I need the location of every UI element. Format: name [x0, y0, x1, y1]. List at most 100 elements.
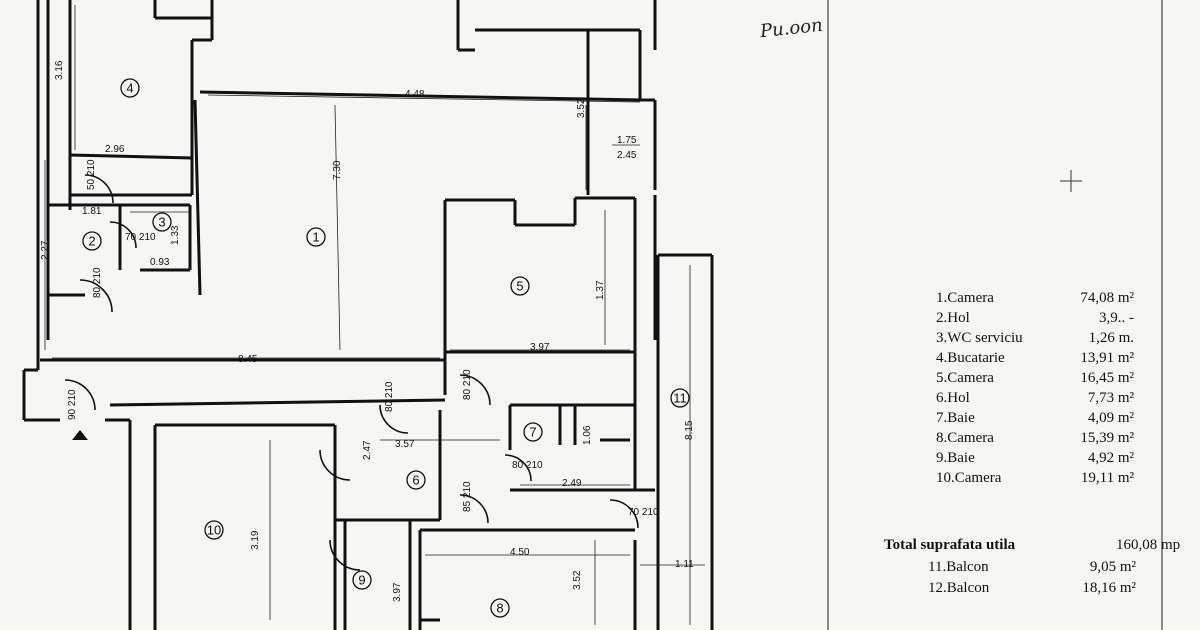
- room-area: 7,73 m²: [1087, 390, 1134, 406]
- door-label: 80 210: [384, 381, 395, 412]
- dimension-label: 1.37: [595, 280, 606, 300]
- dimension-label: 1.06: [582, 425, 593, 445]
- room-marker-1: 1: [312, 230, 319, 245]
- room-marker-circle: [510, 276, 530, 296]
- room-area: 4,92 m²: [1087, 450, 1134, 466]
- room-marker-circle: [204, 520, 224, 540]
- room-marker-11: 11: [673, 391, 687, 406]
- room-label: 5.Camera: [936, 370, 994, 386]
- legend-row: 6.Hol 7,73 m²: [936, 388, 1146, 408]
- room-label: 3.WC serviciu: [936, 330, 1023, 346]
- room-marker-circle: [523, 422, 543, 442]
- entrance-arrow-icon: [72, 430, 88, 440]
- room-marker-5: 5: [516, 279, 523, 294]
- room-area: 19,11 m²: [1080, 470, 1134, 486]
- dimension-label: 1.81: [82, 206, 102, 217]
- room-area: 16,45 m²: [1080, 370, 1134, 386]
- dimension-label: 2.49: [562, 478, 582, 489]
- room-marker-2: 2: [88, 234, 95, 249]
- legend-row: 9.Baie 4,92 m²: [936, 448, 1146, 468]
- room-marker-circle: [490, 598, 510, 618]
- door-label: 80 210: [462, 369, 473, 400]
- room-area: 74,08 m²: [1080, 290, 1134, 306]
- door-label: 85 210: [462, 481, 473, 512]
- door-label: 80 210: [512, 460, 543, 471]
- door-labels: 50 210 70 210 80 210 90 210 80 210 80 210 80 2…: [67, 159, 659, 518]
- dimension-label: 4.48: [405, 89, 425, 100]
- room-area: 4,09 m²: [1087, 410, 1134, 426]
- dimension-label: 2.45: [617, 150, 637, 161]
- balcony-label: 11.Balcon: [928, 559, 989, 575]
- room-marker-circle: [406, 470, 426, 490]
- room-marker-9: 9: [358, 573, 365, 588]
- room-marker-10: 10: [207, 523, 221, 538]
- room-area: 13,91 m²: [1080, 350, 1134, 366]
- dimension-label: 2.96: [105, 144, 125, 155]
- room-marker-3: 3: [158, 215, 165, 230]
- legend-row: 7.Baie 4,09 m²: [936, 408, 1146, 428]
- room-label: 6.Hol: [936, 390, 970, 406]
- room-area: 1,26 m.: [1088, 330, 1134, 346]
- dimension-label: 8.15: [684, 420, 695, 440]
- total-label: Total suprafata utila: [884, 537, 1016, 553]
- dimension-label: 3.19: [250, 530, 261, 550]
- room-marker-circle: [306, 227, 326, 247]
- room-marker-8: 8: [496, 601, 503, 616]
- room-marker-7: 7: [529, 425, 536, 440]
- dimension-label: 1.33: [170, 225, 181, 245]
- door-label: 70 210: [628, 507, 659, 518]
- dimension-label: 3.52: [576, 98, 587, 118]
- dimension-label: 7.30: [332, 160, 343, 180]
- door-label: 90 210: [67, 389, 78, 420]
- balcony-row: 11.Balcon 9,05 m²: [928, 559, 1148, 579]
- balcony-label: 12.Balcon: [928, 580, 990, 596]
- room-label: 9.Baie: [936, 450, 975, 466]
- room-label: 1.Camera: [936, 290, 994, 306]
- legend-row: 1.Camera 74,08 m²: [936, 288, 1146, 308]
- door-swings: [64, 174, 639, 571]
- dimension-label: 3.16: [54, 60, 65, 80]
- dimension-label: 3.97: [530, 342, 550, 353]
- room-marker-circle: [670, 388, 690, 408]
- legend-row: 2.Hol 3,9.. -: [936, 308, 1146, 328]
- room-label: 4.Bucatarie: [936, 350, 1005, 366]
- dimension-label: 0.93: [150, 257, 170, 268]
- total-value: 160,08 mp: [1116, 537, 1181, 553]
- dimension-label: 4.50: [510, 547, 530, 558]
- room-marker-4: 4: [126, 81, 133, 96]
- room-label: 10.Camera: [936, 470, 1002, 486]
- room-marker-6: 6: [412, 473, 419, 488]
- room-marker-circle: [152, 212, 172, 232]
- dimension-lines: [44, 5, 705, 625]
- legend-row: 4.Bucatarie 13,91 m²: [936, 348, 1146, 368]
- room-area: 3,9.. -: [1099, 310, 1134, 326]
- legend-row: 5.Camera 16,45 m²: [936, 368, 1146, 388]
- balcony-row: 12.Balcon 18,16 m²: [928, 580, 1148, 600]
- dimension-label: 2.47: [362, 440, 373, 460]
- dimension-label: 3.57: [395, 439, 415, 450]
- balcony-area: 9,05 m²: [1089, 559, 1136, 575]
- dimension-label: 3.52: [572, 570, 583, 590]
- legend-row: 10.Camera 19,11 m²: [936, 468, 1146, 488]
- room-markers: 1 2 3 4 5 6 7 8 9 10 11: [82, 78, 690, 618]
- room-label: 7.Baie: [936, 410, 975, 426]
- room-area: 15,39 m²: [1080, 430, 1134, 446]
- room-marker-circle: [82, 231, 102, 251]
- room-marker-circle: [120, 78, 140, 98]
- dimension-label: 2.27: [40, 240, 51, 260]
- dimension-label: 8.45: [238, 354, 258, 365]
- legend-row: 3.WC serviciu 1,26 m.: [936, 328, 1146, 348]
- balcony-area: 18,16 m²: [1082, 580, 1136, 596]
- dimension-label: 1.75: [617, 135, 637, 146]
- walls: [22, 0, 714, 630]
- legend-row: 8.Camera 15,39 m²: [936, 428, 1146, 448]
- dimension-label: 3.97: [392, 582, 403, 602]
- total-usable-area: Total suprafata utila 160,08 mp: [884, 537, 1184, 557]
- door-label: 50 210: [86, 159, 97, 190]
- dimension-label: 1.11: [675, 559, 694, 570]
- door-label: 80 210: [92, 267, 103, 298]
- dimension-labels: 3.16 4.48 2.96 7.30 3.52 1.75 2.45 2.27 1.81 1.33…: [40, 60, 695, 602]
- room-label: 2.Hol: [936, 310, 970, 326]
- room-label: 8.Camera: [936, 430, 994, 446]
